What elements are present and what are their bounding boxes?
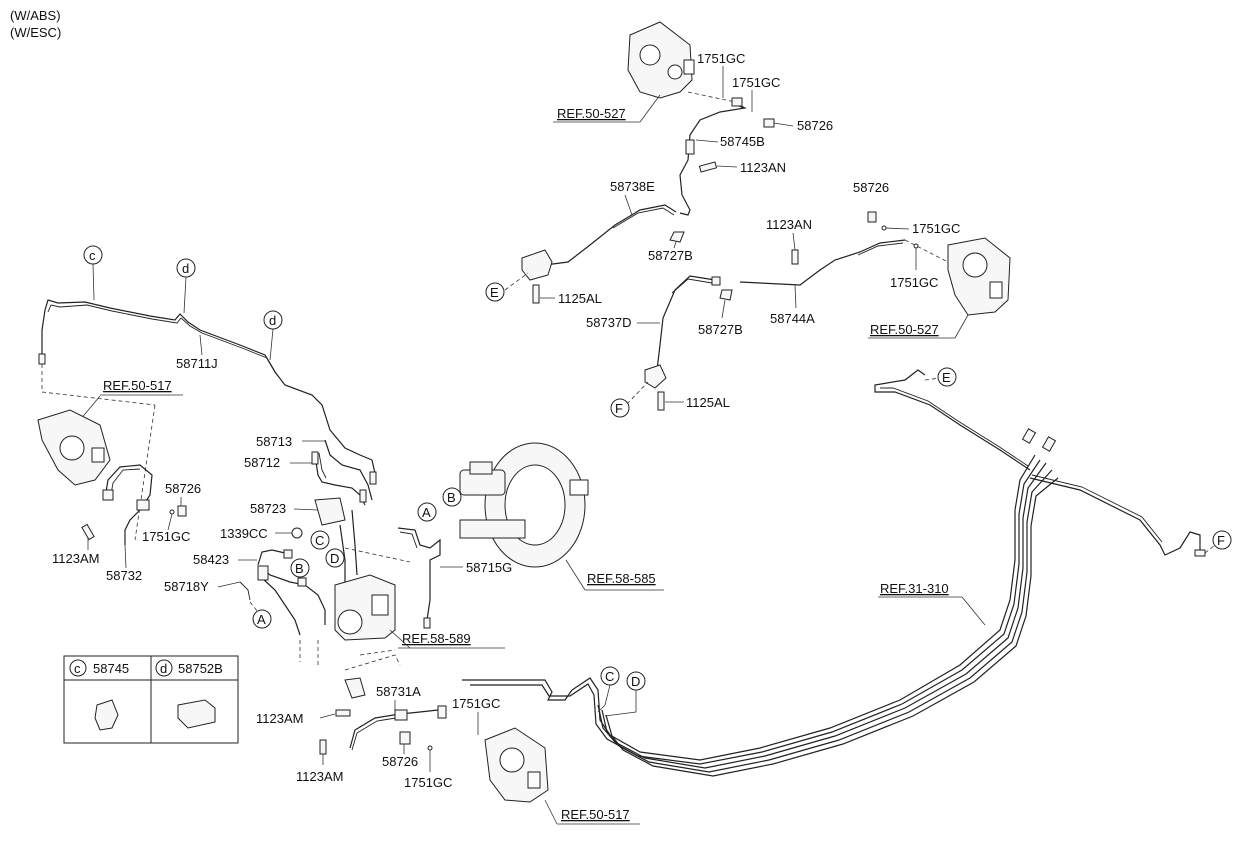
- callout-a-center: [417, 502, 437, 522]
- callout-a-left: [252, 609, 272, 629]
- label-58726-1: 58726: [797, 118, 833, 133]
- label-1751gc-7: 1751GC: [404, 775, 452, 790]
- label-58715g: 58715G: [466, 560, 512, 575]
- label-1123am-3: 1123AM: [296, 769, 343, 784]
- legend-d-letter: d: [160, 661, 167, 676]
- callout-b-left-letter: B: [295, 561, 304, 576]
- label-58423: 58423: [193, 552, 229, 567]
- label-58718y: 58718Y: [164, 579, 209, 594]
- label-1123am-1: 1123AM: [52, 551, 99, 566]
- label-58732: 58732: [106, 568, 142, 583]
- callout-f-top-letter: F: [615, 401, 623, 416]
- rear-caliper-left: [37, 409, 111, 486]
- callout-c-top-letter: c: [89, 248, 96, 263]
- callout-b-center-letter: B: [447, 490, 456, 505]
- rear-caliper-right: [947, 237, 1011, 316]
- legend-d-part: 58752B: [178, 661, 223, 676]
- header-w-esc: (W/ESC): [10, 25, 61, 40]
- ref-58-585: REF.58-585: [587, 571, 656, 586]
- ref-50-517-bottom: REF.50-517: [561, 807, 630, 822]
- clip-58745-icon: [94, 699, 119, 731]
- callout-d-center: [325, 548, 345, 568]
- label-1751gc-3: 1751GC: [912, 221, 960, 236]
- label-58727b-2: 58727B: [698, 322, 743, 337]
- legend-c-letter: c: [74, 661, 81, 676]
- callout-a-left-letter: A: [257, 612, 266, 627]
- callout-d-bottom-letter: D: [631, 674, 640, 689]
- label-58726-4: 58726: [382, 754, 418, 769]
- label-1751gc-6: 1751GC: [452, 696, 500, 711]
- callout-d-center-letter: D: [330, 551, 339, 566]
- label-1125al-1: 1125AL: [558, 291, 602, 306]
- rear-caliper-top: [627, 21, 695, 99]
- callout-e-right: [937, 367, 957, 387]
- label-1123an-1: 1123AN: [740, 160, 786, 175]
- label-1123am-2: 1123AM: [256, 711, 303, 726]
- label-1751gc-2: 1751GC: [732, 75, 780, 90]
- label-58713: 58713: [256, 434, 292, 449]
- legend-c-part: 58745: [93, 661, 129, 676]
- ref-50-517-left: REF.50-517: [103, 378, 172, 393]
- label-58745b: 58745B: [720, 134, 765, 149]
- clip-58752b-icon: [177, 699, 216, 729]
- callout-f-right-letter: F: [1217, 533, 1225, 548]
- label-1751gc-4: 1751GC: [890, 275, 938, 290]
- label-1751gc-1: 1751GC: [697, 51, 745, 66]
- ref-31-310: REF.31-310: [880, 581, 949, 596]
- callout-f-right: [1212, 530, 1232, 550]
- callout-e-right-letter: E: [942, 370, 951, 385]
- legend-table: c 58745 d 58752B: [63, 655, 239, 744]
- callout-b-left: [290, 558, 310, 578]
- callout-c-center-letter: C: [315, 533, 324, 548]
- label-58731a: 58731A: [376, 684, 421, 699]
- header-w-abs: (W/ABS): [10, 8, 61, 23]
- ref-50-527-top: REF.50-527: [557, 106, 626, 121]
- label-58726-2: 58726: [853, 180, 889, 195]
- label-1125al-2: 1125AL: [686, 395, 730, 410]
- callout-c-center: [310, 530, 330, 550]
- label-58744a: 58744A: [770, 311, 815, 326]
- callout-e-top-letter: E: [490, 285, 499, 300]
- front-caliper-bottom: [484, 727, 549, 803]
- label-58712: 58712: [244, 455, 280, 470]
- ref-58-589: REF.58-589: [402, 631, 471, 646]
- callout-e-top: [485, 282, 505, 302]
- callout-d-top-letter: d: [182, 261, 189, 276]
- callout-f-top: [610, 398, 630, 418]
- ref-50-527-right: REF.50-527: [870, 322, 939, 337]
- label-1123an-2: 1123AN: [766, 217, 812, 232]
- label-58737d: 58737D: [586, 315, 632, 330]
- label-1339cc: 1339CC: [220, 526, 268, 541]
- label-58711j: 58711J: [176, 356, 218, 371]
- hcu-module: [334, 574, 396, 641]
- label-58726-3: 58726: [165, 481, 201, 496]
- label-58723: 58723: [250, 501, 286, 516]
- label-58727b-1: 58727B: [648, 248, 693, 263]
- callout-d-mid-letter: d: [269, 313, 276, 328]
- callout-b-center: [442, 487, 462, 507]
- callout-c-bottom-letter: C: [605, 669, 614, 684]
- brake-booster-master-cylinder: [459, 442, 589, 568]
- label-1751gc-5: 1751GC: [142, 529, 190, 544]
- callout-a-center-letter: A: [422, 505, 431, 520]
- label-58738e: 58738E: [610, 179, 655, 194]
